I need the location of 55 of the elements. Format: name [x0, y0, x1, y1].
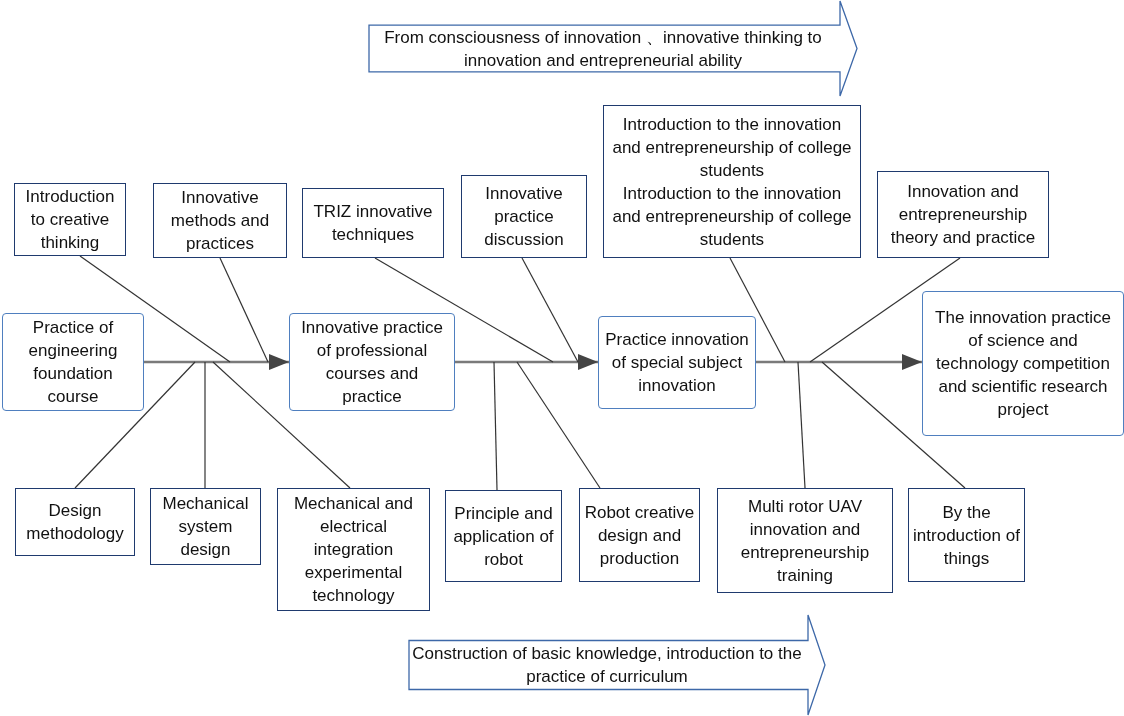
node-text: Multi rotor UAV innovation and entrepreneurship training — [739, 495, 871, 587]
node-text: Innovative practice of professional courses and practice — [300, 317, 444, 408]
block-arrow — [408, 614, 826, 716]
spine-arrow — [756, 354, 922, 370]
spine-arrow — [144, 354, 289, 370]
node-text: Construction of basic knowledge, introduction to the practice of curriculum — [411, 643, 803, 688]
node-text: Introduction to the innovation and entrepreneurship of college students — [611, 182, 853, 251]
node-text: Practice of engineering foundation course — [27, 317, 119, 408]
spine-arrow — [455, 354, 598, 370]
stage-box — [289, 313, 455, 411]
course-box — [908, 488, 1025, 582]
course-box — [302, 188, 444, 258]
branch-line — [797, 361, 806, 489]
branch-line — [79, 255, 231, 363]
stage-box — [922, 291, 1124, 436]
node-text: Innovative practice discussion — [483, 183, 565, 251]
course-box — [603, 105, 861, 258]
branch-line — [212, 361, 351, 489]
node-text: TRIZ innovative techniques — [312, 201, 434, 246]
block-arrow — [368, 0, 858, 97]
course-box — [15, 488, 135, 556]
node-text: By the introduction of things — [913, 501, 1020, 570]
node-text: Introduction to the innovation and entrepreneurship of college students — [611, 113, 853, 182]
branch-line — [821, 361, 966, 489]
branch-line — [74, 361, 196, 489]
course-box — [14, 183, 126, 256]
node-text: Robot creative design and production — [584, 501, 695, 570]
branch-line — [521, 257, 579, 363]
branch-line — [374, 257, 554, 363]
branch-line — [493, 361, 498, 491]
node-text: Innovation and entrepreneurship theory and practice — [889, 181, 1037, 249]
node-text: Innovative methods and practices — [169, 187, 271, 255]
branch-line — [204, 361, 206, 489]
branch-line — [219, 257, 269, 363]
course-box — [150, 488, 261, 565]
stage-box — [2, 313, 144, 411]
node-text: Mechanical and electrical integration experimental technology — [292, 493, 415, 607]
node-text: Design methodology — [25, 500, 125, 545]
course-box — [579, 488, 700, 582]
node-text: Practice innovation of special subject innovation — [604, 329, 750, 397]
branch-line — [516, 361, 601, 489]
course-box — [717, 488, 893, 593]
stage-box — [598, 316, 756, 409]
course-box — [877, 171, 1049, 258]
node-text: Mechanical system design — [161, 493, 250, 561]
branch-line — [809, 257, 961, 363]
course-box — [153, 183, 287, 258]
course-box — [461, 175, 587, 258]
branch-line — [729, 257, 786, 363]
node-text: From consciousness of innovation 、innovative thinking to innovation and entrepreneurial ability — [383, 26, 823, 72]
node-text: Principle and application of robot — [452, 502, 555, 571]
node-text: The innovation practice of science and technology competition and scientific research project — [934, 307, 1112, 421]
node-text: Introduction to creative thinking — [24, 186, 116, 254]
course-box — [277, 488, 430, 611]
course-box — [445, 490, 562, 582]
